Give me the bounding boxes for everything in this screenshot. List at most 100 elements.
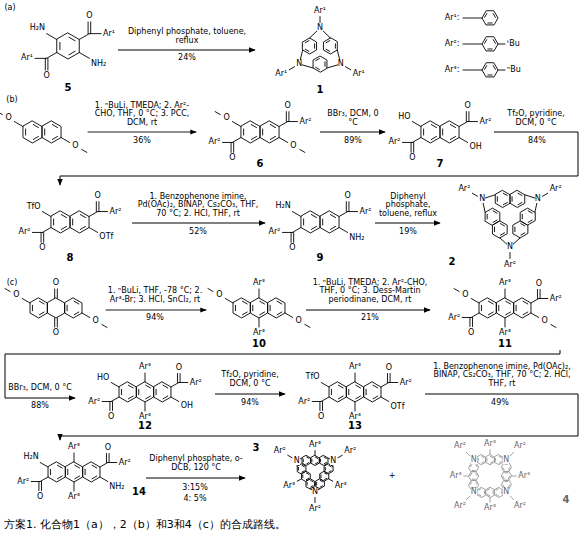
bond-line [307, 457, 309, 458]
bond-line [411, 142, 412, 152]
bond-line [495, 458, 496, 461]
structure-label: Ar³ [499, 279, 511, 287]
bond-line [89, 212, 98, 217]
structure-label: O [53, 329, 59, 337]
structure-label: Ar² [17, 478, 29, 486]
bond-line [503, 468, 504, 470]
compound-box: 11 [430, 280, 580, 350]
ring [313, 56, 327, 72]
bond-line [470, 473, 471, 475]
ring [51, 211, 70, 233]
bond-line [539, 298, 548, 299]
bond-line [503, 202, 507, 204]
compound-number: 8 [67, 253, 74, 263]
bond-line [146, 385, 151, 388]
bond-line [312, 401, 321, 402]
bond-line [498, 305, 499, 310]
structure-label: Ar¹ [353, 70, 365, 78]
bond-line [542, 193, 547, 196]
bond-line [506, 312, 511, 315]
structure-label: Ar¹ [103, 30, 115, 38]
bond-line [92, 465, 97, 468]
ring [510, 191, 525, 208]
bond-line [551, 324, 556, 327]
bond-line [518, 193, 522, 195]
bond-line [348, 202, 349, 212]
structure-label: O [92, 317, 98, 325]
bond-line [61, 215, 66, 218]
reaction-arrow [375, 223, 440, 224]
bond-line [487, 214, 488, 219]
ring [30, 298, 47, 318]
reagent-label: BBr₃, DCM, 0 °C [322, 110, 384, 128]
bond-line [497, 197, 498, 202]
bond-line [208, 289, 213, 292]
bond-line [45, 58, 46, 70]
bond-line [300, 149, 305, 152]
bond-line [479, 489, 481, 490]
structure-label: Ar³ [484, 504, 496, 512]
bond-line [503, 476, 504, 478]
bond-line [521, 233, 525, 235]
ring [57, 33, 80, 59]
structure-label: Ar³ [335, 482, 347, 490]
bond-line [355, 402, 356, 411]
bond-line [498, 44, 505, 45]
bond-line [329, 465, 331, 466]
bond-line [521, 224, 525, 226]
bond-line [413, 142, 414, 152]
bond-line [523, 312, 528, 315]
bond-line [482, 462, 484, 463]
bond-line [277, 312, 282, 315]
bond-line [339, 212, 348, 217]
bond-line [381, 397, 389, 402]
bond-line [481, 305, 482, 310]
bond-line [355, 373, 356, 382]
structure-label: NH₂ [109, 483, 124, 491]
bond-line [171, 397, 179, 402]
structure-label: N [503, 488, 509, 496]
bond-line [145, 373, 146, 382]
bond-line [177, 374, 178, 383]
structure-label: Ar¹: [445, 14, 460, 22]
bond-line [57, 476, 62, 479]
bond-line [75, 465, 80, 468]
ring [501, 463, 511, 472]
structure-label: O [386, 364, 392, 372]
bond-line [311, 480, 313, 481]
bond-line [470, 482, 471, 484]
bond-line [315, 498, 316, 503]
bond-line [270, 125, 275, 128]
structure-label: 19% [399, 228, 417, 236]
bond-line [488, 48, 492, 49]
bond-line [324, 62, 325, 66]
bond-line [484, 491, 485, 494]
bond-line [482, 456, 484, 457]
bond-line [307, 463, 309, 464]
structure-label: OTf [99, 233, 113, 241]
structure-label: ᵗBu [507, 40, 520, 48]
bond-line [40, 463, 48, 468]
structure-label: O [468, 329, 474, 337]
ring [154, 382, 171, 402]
bond-line [488, 312, 493, 315]
bond-line [303, 459, 304, 462]
bond-line [499, 456, 501, 457]
bond-line [311, 226, 316, 229]
structure-label: Ar² [400, 379, 412, 387]
bond-line [442, 129, 443, 135]
structure-label: Ar² [19, 228, 31, 236]
structure-label: O [105, 444, 111, 452]
bond-line [52, 125, 57, 128]
bond-line [92, 476, 97, 479]
bond-line [59, 42, 60, 49]
bond-line [74, 301, 79, 304]
bond-line [423, 129, 424, 135]
structure-label: (c) [7, 279, 18, 287]
bond-line [288, 112, 289, 122]
compound-box: 10 [208, 280, 306, 350]
bond-line [163, 385, 168, 388]
bond-line [505, 289, 506, 298]
bond-line [493, 14, 495, 18]
bond-line [501, 491, 502, 494]
